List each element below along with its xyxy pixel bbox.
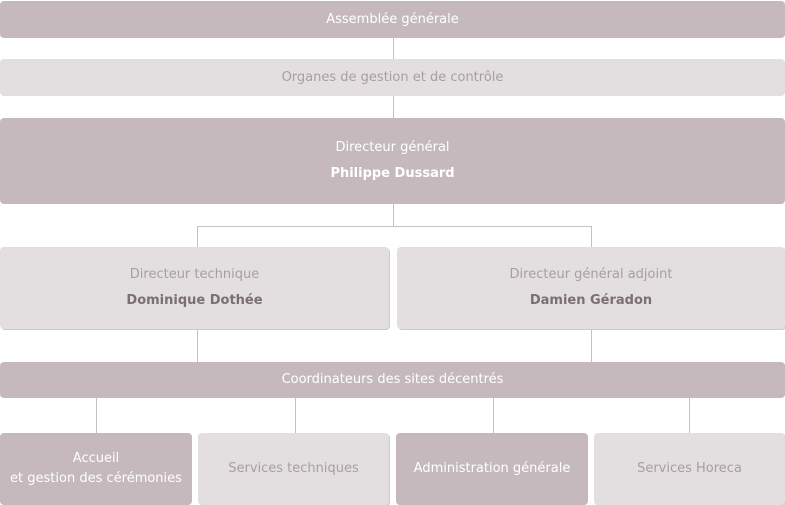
connector-deputy-to-coordinators	[591, 329, 592, 362]
organs-box: Organes de gestion et de contrôle	[0, 59, 785, 96]
department-horeca-label: Services Horeca	[637, 461, 742, 476]
connector-to-department-3	[493, 398, 494, 433]
technical-director-box: Directeur technique Dominique Dothée	[0, 247, 389, 329]
director-general-title: Directeur général	[335, 140, 450, 155]
department-administration-box: Administration générale	[396, 433, 588, 505]
connector-director-down	[393, 204, 394, 226]
deputy-director-box: Directeur général adjoint Damien Géradon	[397, 247, 785, 329]
connector-to-department-1	[96, 398, 97, 433]
connector-technical-to-coordinators	[197, 329, 198, 362]
deputy-director-title: Directeur général adjoint	[509, 267, 673, 282]
connector-to-department-2	[295, 398, 296, 433]
assembly-box: Assemblée générale	[0, 1, 785, 38]
coordinators-label: Coordinateurs des sites décentrés	[281, 372, 504, 387]
connector-to-department-4	[689, 398, 690, 433]
department-technical-services-label: Services techniques	[228, 461, 359, 476]
connector-assembly-organs	[393, 38, 394, 59]
department-reception-box: Accueil et gestion des cérémonies	[0, 433, 192, 505]
director-general-box: Directeur général Philippe Dussard	[0, 118, 785, 204]
department-reception-line2: et gestion des cérémonies	[10, 471, 182, 486]
connector-organs-director	[393, 96, 394, 118]
department-reception-line1: Accueil	[72, 451, 120, 466]
director-general-name: Philippe Dussard	[330, 166, 455, 181]
department-technical-services-box: Services techniques	[198, 433, 389, 505]
coordinators-box: Coordinateurs des sites décentrés	[0, 362, 785, 398]
department-administration-label: Administration générale	[413, 461, 571, 476]
connector-to-technical-director	[197, 226, 198, 247]
technical-director-title: Directeur technique	[129, 267, 260, 282]
technical-director-name: Dominique Dothée	[126, 293, 263, 308]
connector-horizontal-split	[197, 226, 592, 227]
assembly-label: Assemblée générale	[326, 11, 459, 27]
department-horeca-box: Services Horeca	[594, 433, 785, 505]
deputy-director-name: Damien Géradon	[529, 293, 653, 308]
connector-to-deputy-director	[591, 226, 592, 247]
organs-label: Organes de gestion et de contrôle	[281, 69, 504, 85]
